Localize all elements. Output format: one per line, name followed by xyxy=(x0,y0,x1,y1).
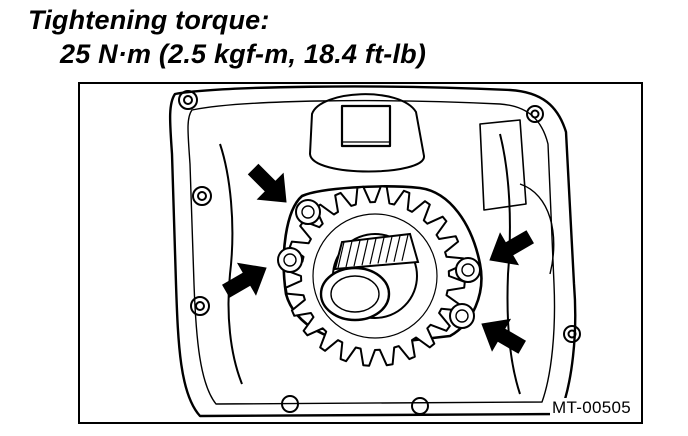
right-rib xyxy=(499,133,521,395)
transmission-case-diagram xyxy=(168,85,581,418)
pointer-arrow xyxy=(489,230,534,266)
figure-code: MT-00505 xyxy=(550,398,633,418)
spline-tooth xyxy=(361,239,369,266)
spline-tooth xyxy=(353,240,361,267)
case-housing-outline xyxy=(168,85,577,418)
flange-hole xyxy=(178,90,198,110)
spline-tooth xyxy=(385,236,393,263)
bolt-center xyxy=(455,309,469,323)
flange-hole xyxy=(183,95,193,105)
spline-tooth xyxy=(401,234,409,261)
right-lug xyxy=(479,119,527,211)
pointer-arrow xyxy=(222,262,267,298)
flange-hole xyxy=(197,191,207,201)
spline-tooth xyxy=(393,235,401,262)
flange-hole xyxy=(526,105,544,123)
bolt-center xyxy=(283,253,297,267)
flange-hole xyxy=(192,186,212,206)
flange-hole xyxy=(563,325,581,343)
upper-boss xyxy=(309,93,426,173)
gear-root-circle xyxy=(312,213,438,339)
spline-tooth xyxy=(369,238,377,265)
flange-hole xyxy=(195,301,205,311)
diagram-frame: MT-00505 xyxy=(78,82,643,424)
spline-tooth xyxy=(345,240,353,268)
pointer-arrow xyxy=(247,163,287,203)
flange-hole xyxy=(190,296,210,316)
flange-hole xyxy=(281,395,299,413)
flange-hole xyxy=(411,397,429,415)
bolt-center xyxy=(301,205,315,219)
torque-heading: Tightening torque: xyxy=(28,5,270,35)
torque-value: 25 N·m (2.5 kgf-m, 18.4 ft-lb) xyxy=(60,39,427,69)
flange-hole xyxy=(567,329,577,339)
left-rib xyxy=(219,143,243,385)
case-flange-inner xyxy=(187,99,556,405)
spline-tooth xyxy=(337,241,345,269)
pointer-arrow xyxy=(481,318,526,354)
spline-tooth xyxy=(377,237,385,264)
flange-hole xyxy=(530,109,540,119)
shaft-bore xyxy=(340,104,392,148)
bolt-center xyxy=(461,263,475,277)
